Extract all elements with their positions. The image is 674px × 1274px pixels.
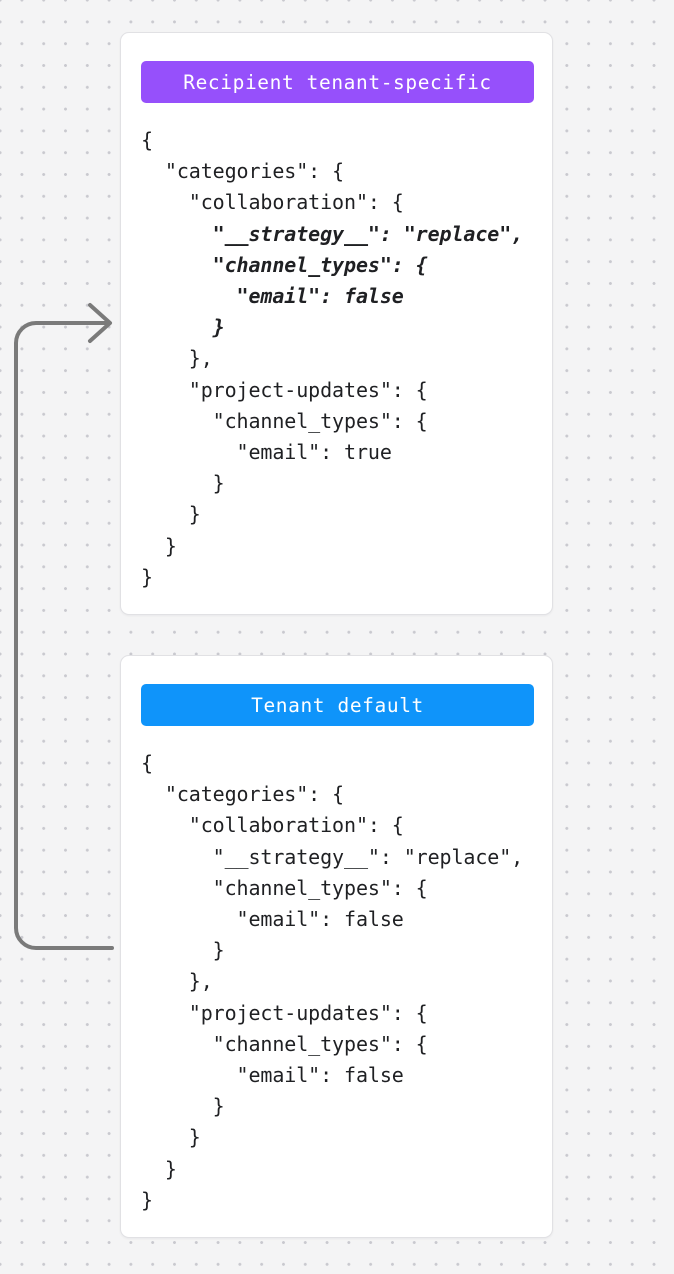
code-line: "channel_types": { bbox=[141, 1031, 428, 1056]
code-line-highlighted: "__strategy__": "replace", bbox=[141, 221, 524, 246]
code-block-recipient-tenant-specific: { "categories": { "collaboration": { "__… bbox=[141, 125, 538, 593]
card-tenant-default: Tenant default { "categories": { "collab… bbox=[120, 655, 553, 1238]
code-line: }, bbox=[141, 346, 213, 371]
code-line: { bbox=[141, 128, 153, 152]
code-line: "email": false bbox=[141, 907, 404, 932]
code-line: }, bbox=[141, 969, 213, 994]
code-line: "project-updates": { bbox=[141, 1000, 428, 1025]
code-line-highlighted: "channel_types": { bbox=[141, 252, 428, 277]
code-line: } bbox=[141, 471, 225, 496]
code-line: "collaboration": { bbox=[141, 813, 404, 838]
code-line: "channel_types": { bbox=[141, 408, 428, 433]
card-badge-recipient-tenant-specific: Recipient tenant-specific bbox=[141, 61, 534, 103]
code-line: "channel_types": { bbox=[141, 875, 428, 900]
connector-path bbox=[14, 321, 114, 950]
code-block-tenant-default: { "categories": { "collaboration": { "__… bbox=[141, 748, 538, 1216]
code-line-highlighted: "email": false bbox=[141, 284, 404, 309]
code-line: } bbox=[141, 1094, 225, 1119]
code-line: } bbox=[141, 564, 153, 589]
code-line: } bbox=[141, 533, 177, 558]
code-line: } bbox=[141, 502, 201, 527]
card-badge-tenant-default: Tenant default bbox=[141, 684, 534, 726]
connector-arrowhead-icon bbox=[88, 303, 112, 343]
code-line: } bbox=[141, 1156, 177, 1181]
code-line: } bbox=[141, 1125, 201, 1150]
code-line: } bbox=[141, 1187, 153, 1212]
code-line: "email": false bbox=[141, 1063, 404, 1088]
code-line: "categories": { bbox=[141, 782, 344, 807]
code-line: } bbox=[141, 938, 225, 963]
code-line: "categories": { bbox=[141, 159, 344, 184]
card-recipient-tenant-specific: Recipient tenant-specific { "categories"… bbox=[120, 32, 553, 615]
code-line: "__strategy__": "replace", bbox=[141, 844, 524, 869]
code-line: "project-updates": { bbox=[141, 377, 428, 402]
code-line-highlighted: } bbox=[141, 315, 225, 340]
code-line: "collaboration": { bbox=[141, 190, 404, 215]
code-line: { bbox=[141, 751, 153, 775]
code-line: "email": true bbox=[141, 440, 392, 465]
